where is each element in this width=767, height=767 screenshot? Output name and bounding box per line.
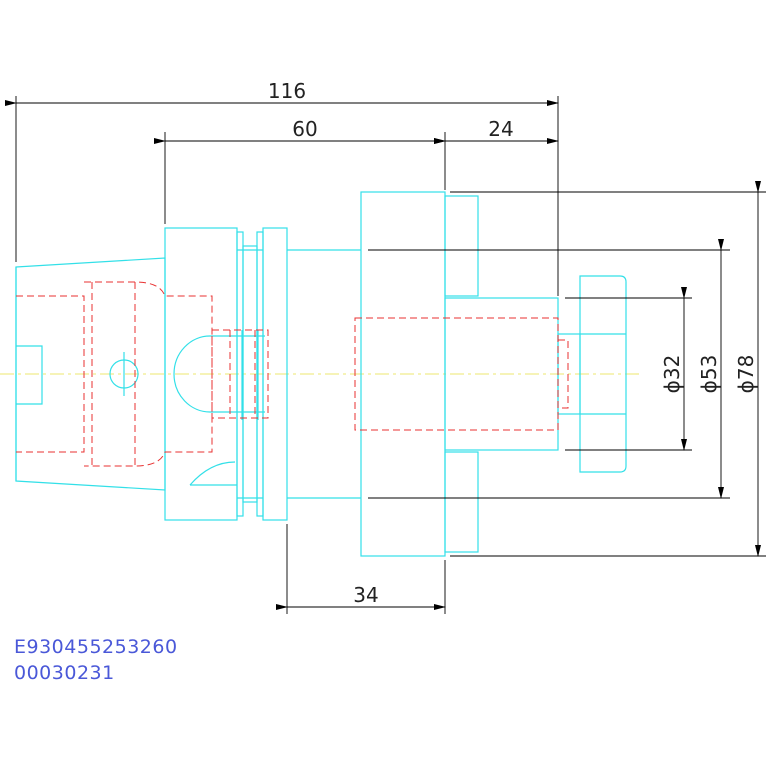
dim-dia-mid: ϕ53 <box>697 355 721 394</box>
hidden-lines <box>16 281 569 467</box>
dim-gauge-length: 34 <box>353 583 378 607</box>
drawing-codes: E930455253260 00030231 <box>14 634 178 686</box>
part-number: E930455253260 <box>14 636 178 658</box>
neck <box>287 249 361 499</box>
dim-collar-length: 24 <box>488 117 513 141</box>
extension-lines <box>15 96 766 614</box>
dim-dia-large: ϕ78 <box>734 355 758 394</box>
dim-overall-length: 116 <box>268 79 306 103</box>
dim-shank-length: 60 <box>292 117 317 141</box>
flange <box>109 227 288 521</box>
dimension-lines <box>5 100 761 610</box>
serial-number: 00030231 <box>14 662 115 684</box>
dim-dia-small: ϕ32 <box>660 355 684 394</box>
